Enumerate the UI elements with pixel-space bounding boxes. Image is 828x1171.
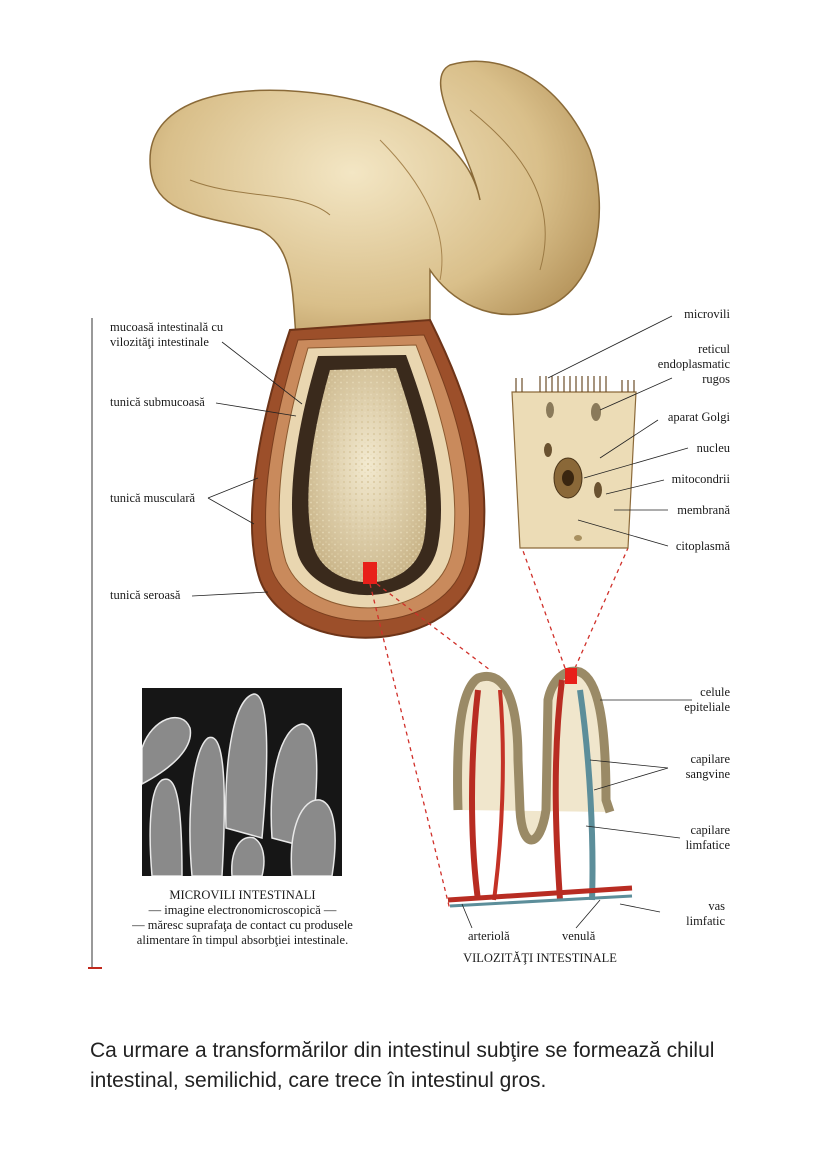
microvilli-fringe [515,376,635,392]
small-intestine-coil [149,60,601,381]
label-serosa: tunică seroasă [110,588,181,602]
villi-caption: VILOZITĂŢI INTESTINALE [463,951,617,965]
label-capilare-limfatice: capilare limfatice [685,823,730,852]
label-membrana: membrană [677,503,730,517]
label-capilare-sangvine: capilare sangvine [685,752,730,781]
micrograph-line-3: alimentare în timpul absorbţiei intestin… [136,933,349,947]
label-mitocondrii: mitocondrii [671,472,730,486]
label-arteriola: arteriolă [468,929,510,943]
body-paragraph: Ca urmare a transformărilor din intestin… [90,1039,715,1092]
zoom-lines [369,547,629,911]
leader-lines [191,315,692,929]
label-celule: celule epiteliale [684,685,730,714]
micrograph-caption: MICROVILI INTESTINALI — imagine electron… [105,888,380,948]
label-reticul: reticul endoplasmatic rugos [657,342,730,386]
label-venula: venulă [562,929,596,943]
label-golgi: aparat Golgi [667,410,730,424]
villus-tip-highlight [565,668,577,684]
micrograph-title: MICROVILI INTESTINALI [169,888,316,902]
epithelial-cell [511,376,637,549]
micrograph-line-2: — măresc suprafaţa de contact cu produse… [132,918,353,932]
label-submucosa: tunică submucoasă [110,395,205,409]
label-citoplasma: citoplasmă [675,539,730,553]
intestine-diagram [88,60,692,969]
villus-highlight [363,562,377,584]
label-mucosa: mucoasă intestinală cu vilozităţi intest… [110,320,224,349]
villi-illustration [447,666,633,908]
label-muscularis: tunică musculară [110,491,196,505]
label-nucleu: nucleu [696,441,730,455]
microvilli-micrograph [142,688,342,876]
label-microvili: microvili [684,307,730,321]
label-vas-limfatic: vas limfatic [686,899,725,928]
intestine-cross-section [250,318,486,639]
micrograph-line-1: — imagine electronomicroscopică — [148,903,337,917]
